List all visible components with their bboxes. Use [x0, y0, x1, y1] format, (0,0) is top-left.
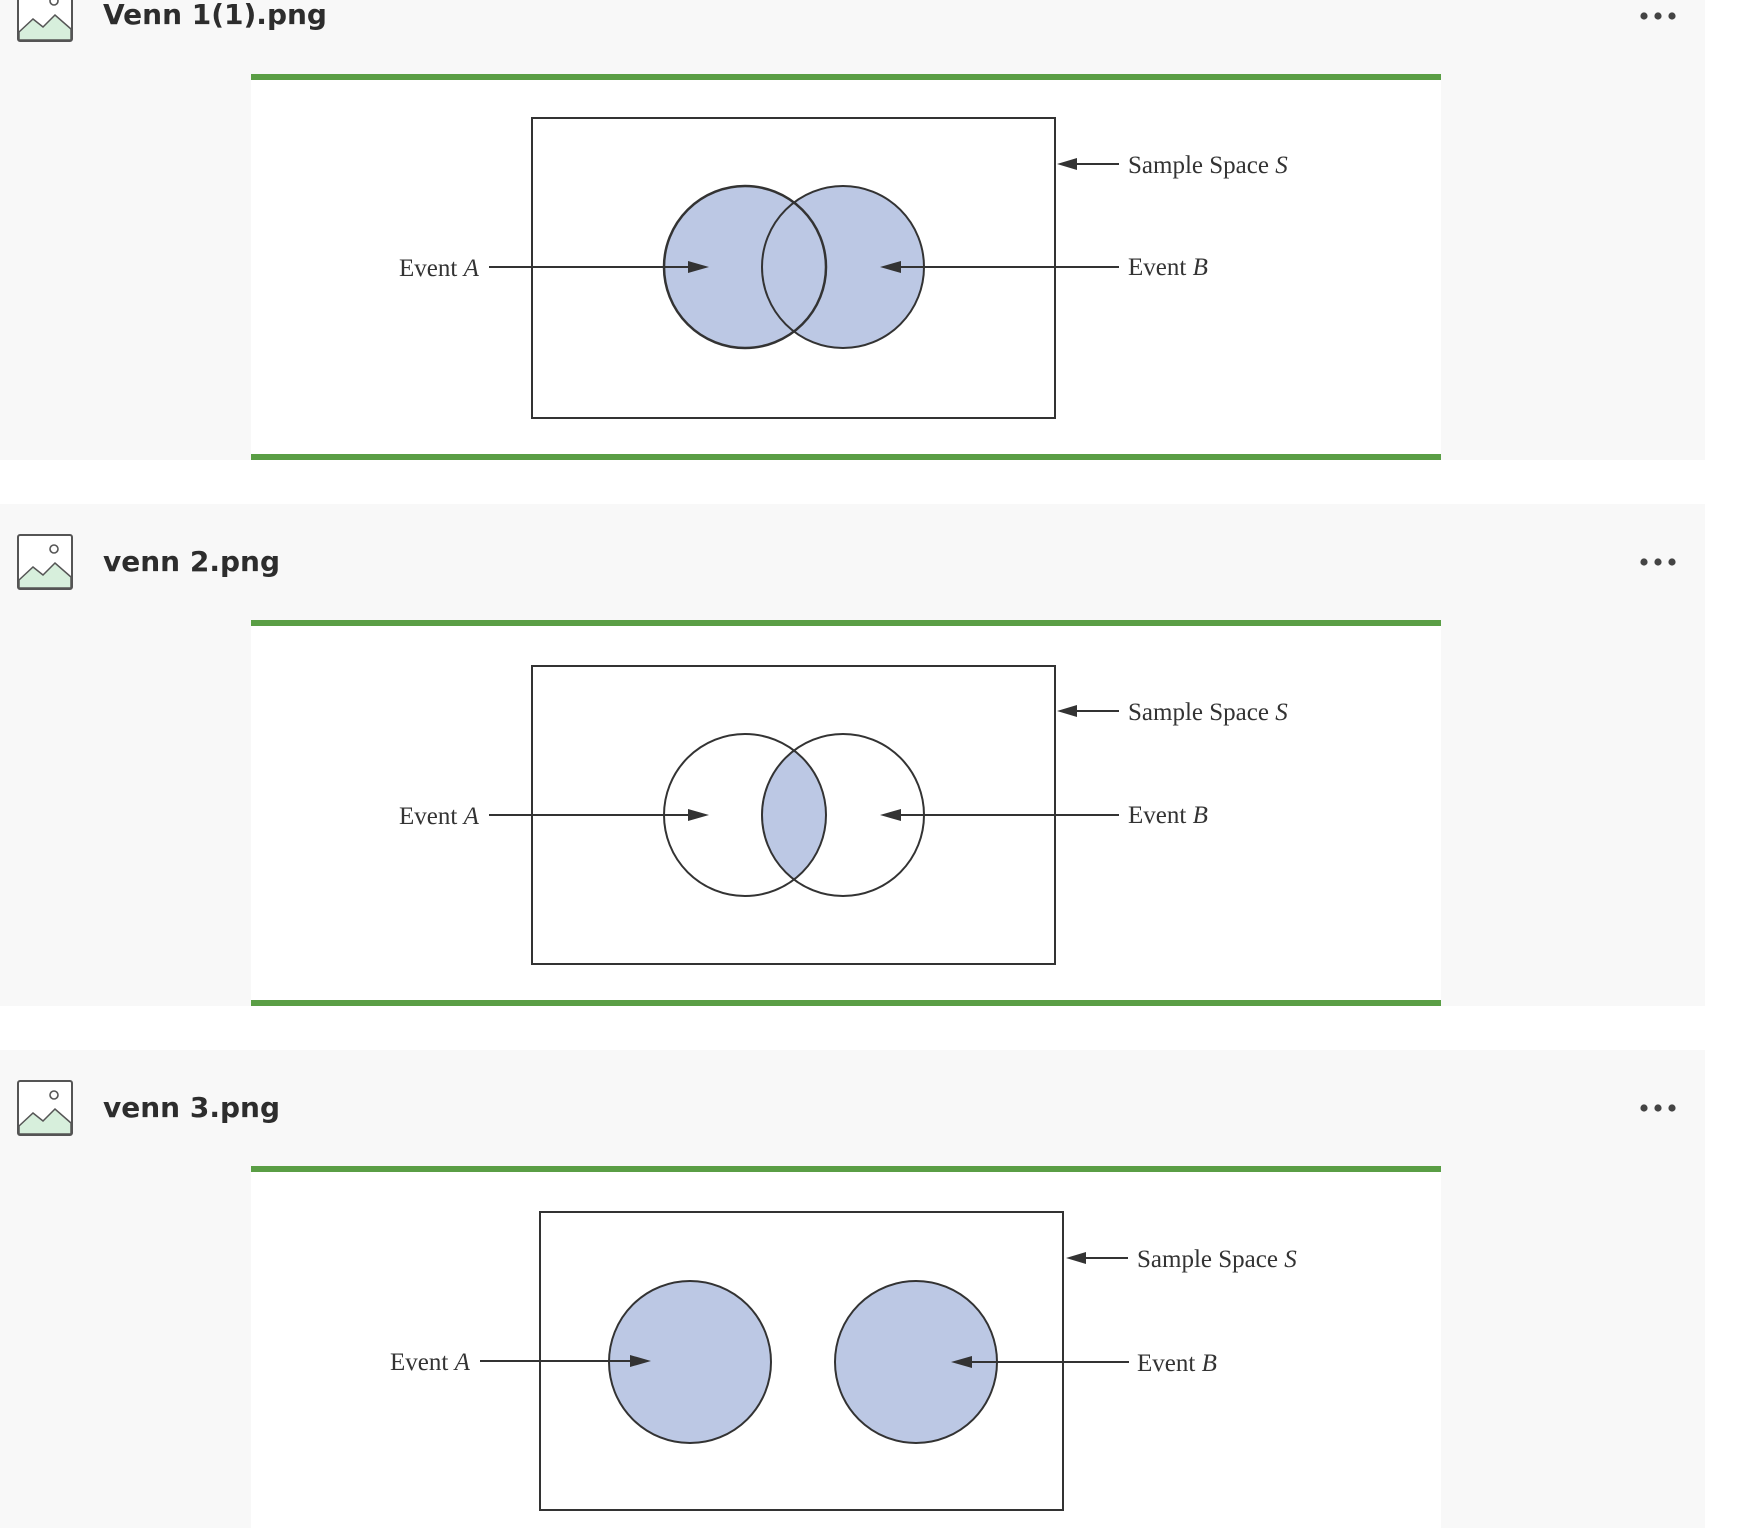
event-b-label: Event B — [1128, 802, 1208, 829]
venn-diagram: Sample Space S Event A Event B — [399, 117, 1288, 419]
event-b-arrowhead — [880, 261, 901, 273]
event-b-arrowhead — [880, 809, 901, 821]
event-b-arrowhead — [951, 1356, 972, 1368]
file-name[interactable]: venn 3.png — [103, 1091, 280, 1124]
event-a-arrowhead — [688, 809, 709, 821]
file-card: venn 3.png Sample Space S Event A Event … — [0, 1050, 1705, 1528]
image-preview[interactable]: Sample Space S Event A Event B — [251, 620, 1441, 1006]
image-file-icon — [17, 0, 73, 42]
sample-space-arrowhead — [1057, 705, 1077, 717]
event-b-label: Event B — [1137, 1350, 1217, 1377]
sample-space-label: Sample Space S — [1128, 699, 1288, 726]
more-options-button[interactable] — [1636, 1095, 1680, 1121]
more-horizontal-icon — [1640, 558, 1676, 566]
file-name[interactable]: venn 2.png — [103, 545, 280, 578]
event-a-arrowhead — [630, 1355, 651, 1367]
file-card: venn 2.png Sample Space S — [0, 504, 1705, 1006]
image-file-icon — [17, 534, 73, 590]
sample-space-arrowhead — [1066, 1252, 1086, 1264]
image-preview[interactable]: Sample Space S Event A Event B — [251, 1166, 1441, 1528]
event-b-circle — [762, 186, 924, 348]
image-preview[interactable]: Sample Space S Event A Event B — [251, 74, 1441, 460]
venn-diagram: Sample Space S Event A Event B — [399, 665, 1288, 965]
sample-space-label: Sample Space S — [1128, 152, 1288, 179]
event-a-label: Event A — [390, 1349, 471, 1376]
venn-diagram: Sample Space S Event A Event B — [390, 1211, 1297, 1511]
image-file-icon — [17, 1080, 73, 1136]
more-horizontal-icon — [1640, 1104, 1676, 1112]
event-b-label: Event B — [1128, 254, 1208, 281]
event-a-label: Event A — [399, 803, 480, 830]
file-card: Venn 1(1).png Sample Space S Event A Eve… — [0, 0, 1705, 460]
file-name[interactable]: Venn 1(1).png — [103, 0, 327, 31]
event-a-label: Event A — [399, 255, 480, 282]
sample-space-arrowhead — [1057, 158, 1077, 170]
intersection-region — [762, 734, 826, 896]
event-a-arrowhead — [688, 261, 709, 273]
sample-space-label: Sample Space S — [1137, 1246, 1297, 1273]
more-options-button[interactable] — [1636, 549, 1680, 575]
more-options-button[interactable] — [1636, 3, 1680, 29]
more-horizontal-icon — [1640, 12, 1676, 20]
